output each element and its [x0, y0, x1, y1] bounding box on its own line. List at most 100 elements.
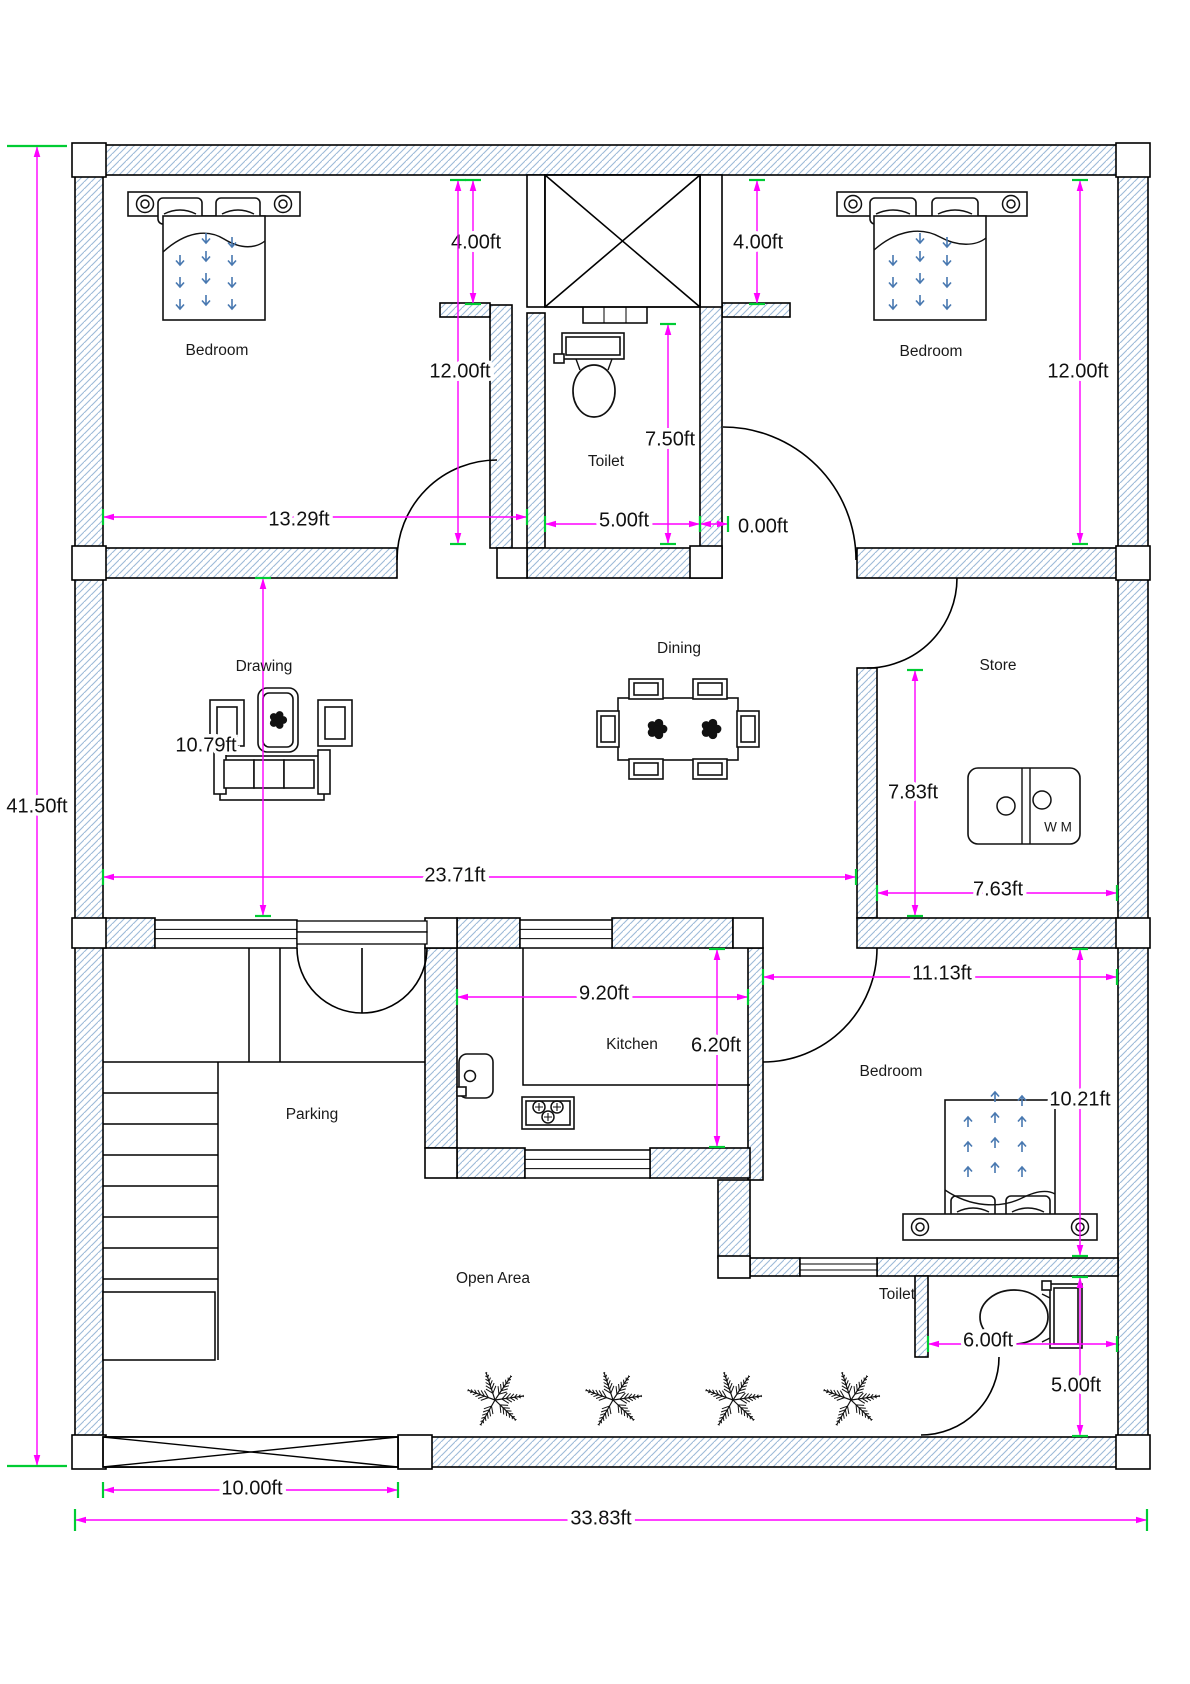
- blanket-arrow-icon: [915, 295, 925, 307]
- fern-barb: [498, 1391, 507, 1395]
- fern-barb: [600, 1412, 606, 1416]
- fern-barb: [715, 1395, 723, 1399]
- fern-barb: [720, 1409, 728, 1413]
- fern-barb: [844, 1409, 848, 1417]
- fern-barb: [833, 1395, 841, 1399]
- fern-barb: [602, 1372, 605, 1374]
- fern-barb: [865, 1393, 871, 1399]
- fern-barb: [477, 1395, 485, 1399]
- fern-barb: [870, 1393, 874, 1398]
- fern-frond: [612, 1376, 630, 1401]
- dimension: 11.13ft: [761, 959, 1119, 988]
- fern-barb: [492, 1385, 497, 1394]
- fern-barb: [485, 1378, 490, 1382]
- fern-barb: [610, 1385, 615, 1394]
- fern-plant-icon: [705, 1371, 763, 1426]
- fern-barb: [485, 1382, 491, 1386]
- fern-barb: [619, 1398, 628, 1404]
- fern-barb: [603, 1378, 608, 1382]
- bedside-lamp-icon: [910, 1217, 930, 1237]
- bedside-lamp-icon: [135, 194, 155, 214]
- fern-barb: [747, 1393, 753, 1399]
- fern-barb: [840, 1372, 843, 1374]
- fern-barb: [505, 1398, 513, 1403]
- dimension-label: 10.21ft: [1049, 1088, 1111, 1110]
- fern-barb: [760, 1394, 763, 1397]
- furniture-detail-line: [1021, 768, 1031, 844]
- fern-frond: [612, 1399, 634, 1420]
- wall-segment: [914, 1275, 929, 1358]
- column-post: [424, 917, 458, 949]
- dimension: 9.20ft: [455, 979, 750, 1008]
- fern-barb: [740, 1381, 743, 1388]
- blanket-arrow-icon: [1017, 1115, 1027, 1127]
- fern-barb: [712, 1389, 716, 1394]
- french-door-panel: [296, 920, 428, 933]
- wall-segment: [456, 1147, 526, 1179]
- fern-barb: [636, 1394, 639, 1398]
- fern-barb: [722, 1372, 725, 1374]
- fern-barb: [723, 1382, 729, 1386]
- fern-barb: [721, 1405, 730, 1410]
- fern-barb: [603, 1388, 612, 1394]
- crossed-gate-icon: [102, 1436, 399, 1468]
- fern-barb: [707, 1391, 711, 1394]
- dining-chair: [633, 682, 659, 696]
- fern-barb: [609, 1382, 613, 1390]
- columns-layer: [71, 142, 1151, 1470]
- fern-barb: [730, 1385, 735, 1394]
- bedside-lamp-icon: [278, 199, 288, 209]
- fern-barb: [502, 1407, 505, 1415]
- blanket-arrow-icon: [942, 299, 952, 311]
- fern-frond: [836, 1399, 852, 1425]
- bedside-lamp-icon: [848, 199, 858, 209]
- fern-barb: [491, 1382, 495, 1390]
- table-plant-icon: [653, 725, 661, 733]
- door-swing-bedroom-1: [396, 459, 498, 561]
- toilet-flush: [553, 353, 565, 364]
- fern-barb: [491, 1405, 494, 1415]
- dimension: 12.00ft: [426, 178, 495, 546]
- dimension: 7.83ft: [884, 668, 942, 918]
- washer-door-icon: [996, 796, 1016, 816]
- blanket-arrow-icon: [227, 277, 237, 289]
- fern-frond: [494, 1376, 512, 1401]
- dimension-label: 10.00ft: [221, 1477, 283, 1499]
- furniture-detail-line: [575, 358, 613, 371]
- dimension: 0.00ft: [698, 512, 792, 541]
- column-post: [496, 547, 528, 579]
- fern-barb: [848, 1385, 853, 1394]
- bed-headboard: [902, 1213, 1098, 1241]
- washer-door-icon: [1032, 790, 1052, 810]
- fern-barb: [502, 1381, 505, 1388]
- fern-barb: [865, 1397, 872, 1402]
- fern-barb: [841, 1382, 847, 1386]
- furniture-detail-line: [873, 230, 987, 251]
- blanket-arrow-icon: [963, 1165, 973, 1177]
- fern-barb: [522, 1394, 525, 1397]
- fern-barb: [618, 1404, 627, 1406]
- blanket-arrow-icon: [1017, 1094, 1027, 1106]
- fern-barb: [828, 1392, 833, 1396]
- fern-barb: [505, 1410, 508, 1417]
- fern-barb: [587, 1391, 591, 1394]
- washing-machine: [967, 767, 1081, 845]
- fern-barb: [870, 1396, 875, 1400]
- fern-barb: [620, 1381, 623, 1388]
- fern-frond: [718, 1399, 734, 1425]
- fern-barb: [729, 1405, 732, 1415]
- fern-barb: [853, 1386, 856, 1395]
- plants-layer: [467, 1371, 881, 1426]
- fern-barb: [739, 1392, 746, 1400]
- wall-segment: [717, 1179, 751, 1259]
- furniture-detail-line: [875, 209, 911, 215]
- fern-barb: [723, 1388, 732, 1394]
- room-label: Open Area: [456, 1270, 530, 1287]
- wall-segment: [102, 547, 398, 579]
- blanket-arrow-icon: [915, 251, 925, 263]
- fern-frond: [706, 1389, 734, 1401]
- fern-barb: [600, 1409, 608, 1413]
- fern-barb: [747, 1397, 754, 1402]
- wall-segment: [424, 947, 458, 1149]
